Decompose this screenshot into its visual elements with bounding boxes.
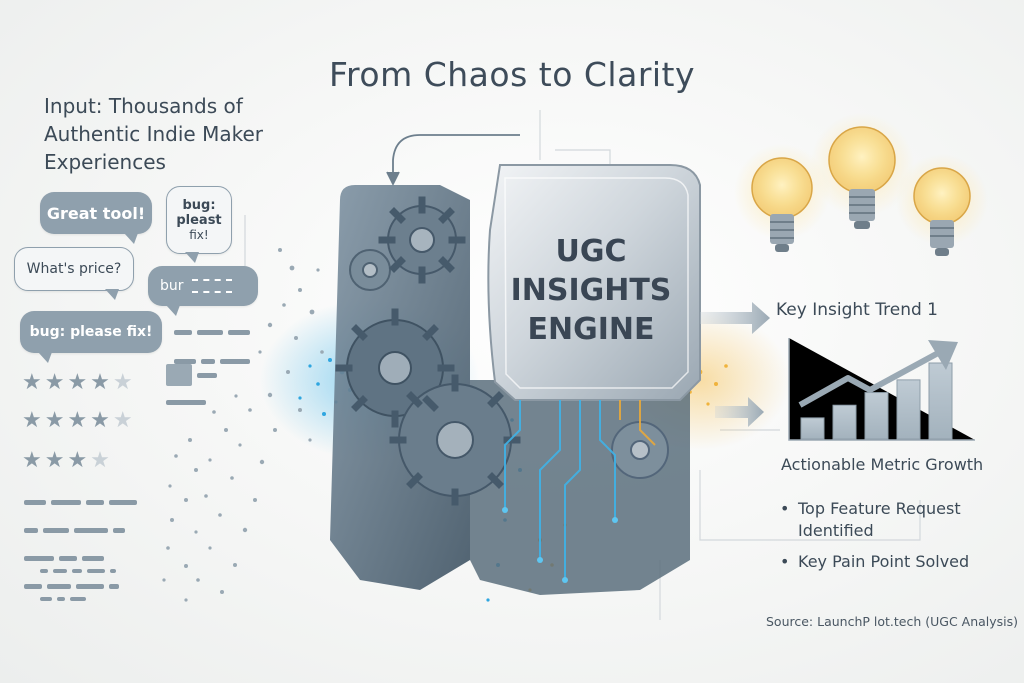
engine-label-line: UGC — [555, 234, 627, 269]
insight-list: Top Feature Request Identified Key Pain … — [780, 498, 1000, 582]
growth-chart-bars — [800, 362, 953, 440]
feed-arrow — [386, 134, 520, 187]
text-scribble — [40, 560, 121, 607]
text-scribble — [174, 322, 255, 370]
metric-label: Actionable Metric Growth — [781, 455, 984, 474]
lightbulb-icon — [810, 113, 914, 229]
chaos-particles — [162, 248, 324, 602]
insight-item: Key Pain Point Solved — [780, 551, 1000, 573]
chart-bar — [800, 417, 825, 440]
insights-engine — [330, 164, 701, 595]
arrow-right-icon — [715, 397, 764, 427]
engine-label-line: INSIGHTS — [510, 273, 672, 308]
feedback-bubble: bur — [148, 266, 258, 316]
feedback-bubble: bug: pleast fix! — [166, 186, 232, 263]
gear-icon — [349, 249, 391, 291]
feedback-bubble: bug: please fix! — [20, 311, 162, 363]
chart-bar — [896, 379, 921, 440]
chart-bar — [864, 392, 889, 440]
lightbulb-icon — [734, 144, 830, 252]
lightbulb-icon — [896, 154, 988, 256]
engine-label: UGC INSIGHTS ENGINE — [507, 232, 675, 349]
trend-label: Key Insight Trend 1 — [776, 300, 938, 320]
feedback-bubble: Great tool! — [40, 192, 152, 244]
insight-item: Top Feature Request Identified — [780, 498, 1000, 542]
page-title: From Chaos to Clarity — [328, 55, 696, 94]
input-heading-line: Input: Thousands of — [44, 94, 243, 118]
engine-label-line: ENGINE — [527, 312, 655, 347]
input-heading-line: Authentic Indie Maker — [44, 122, 264, 146]
bubble-text: bur — [160, 278, 184, 294]
input-heading-line: Experiences — [44, 150, 166, 174]
bubble-text: pleast — [176, 212, 222, 228]
bubble-text: bug: — [182, 197, 216, 213]
text-scribble — [166, 364, 222, 411]
arrow-right-icon — [700, 302, 770, 334]
star-rating: ★★★★ — [22, 448, 113, 473]
input-heading: Input: Thousands of Authentic Indie Make… — [44, 92, 304, 176]
star-rating: ★★★★★ — [22, 370, 136, 395]
source-caption: Source: LaunchP lot.tech (UGC Analysis) — [766, 614, 1019, 629]
feedback-bubble: What's price? — [14, 247, 134, 300]
text-scribble — [24, 492, 142, 595]
scribble-lines — [191, 279, 232, 293]
bubble-text: fix! — [189, 227, 209, 242]
gear-icon — [611, 421, 669, 479]
chart-bar — [832, 404, 857, 440]
trend-arrow-icon — [798, 340, 958, 408]
star-rating: ★★★★★ — [22, 408, 136, 433]
chart-bar — [928, 362, 953, 440]
